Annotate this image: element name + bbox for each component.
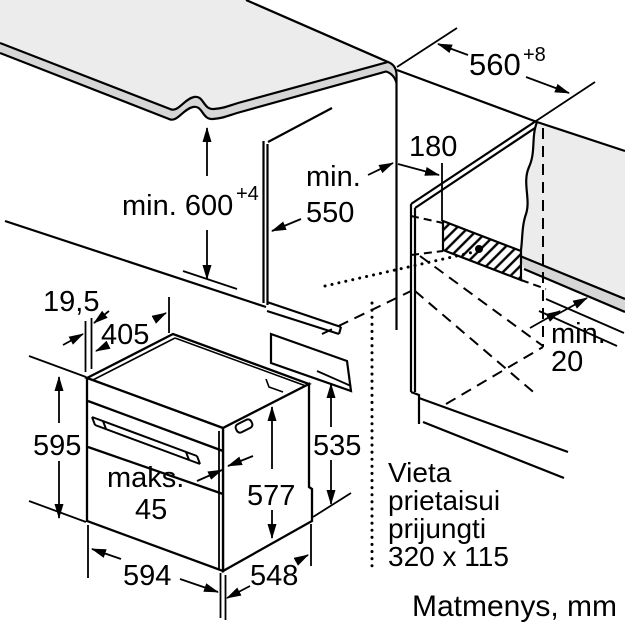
dim-niche-depth [271,218,302,232]
label-oven-front-height: 595 [33,430,81,462]
dim-door-protrusion [196,455,254,482]
rear-panel-surface [520,122,625,299]
dim-top-inset-depth [95,297,170,352]
label-niche-height-tolerance: +4 [236,183,259,205]
niche-cabinet [396,68,569,480]
label-door-protrusion-value: 45 [135,494,167,526]
label-body-height: 577 [247,480,295,512]
connection-note-line4: 320 x 115 [388,541,509,572]
side-grip-hole [234,418,254,434]
rear-panel [518,120,625,314]
oven-handle [91,416,201,465]
label-door-protrusion-word: maks. [107,462,184,494]
dim-niche-width [396,27,596,122]
connection-cutout [441,219,523,282]
rear-panel-bottom-strip [520,256,625,312]
label-rear-gap-value: 20 [551,346,583,378]
reference-dotted-lines [323,250,476,568]
cabinet-floor-edge [4,219,267,309]
connection-note: Vieta prietaisui prijungti 320 x 115 [388,457,509,572]
connection-note-line2: prietaisui [388,485,500,516]
label-oven-width: 594 [123,560,171,592]
door-seam-line [87,445,224,496]
left-cabinet [4,107,353,393]
dim-niche-height [182,127,238,290]
dim-rear-body-height [312,370,352,518]
hidden-edges [321,128,547,405]
label-front-overhang: 19,5 [43,286,99,318]
control-panel-line [87,399,224,453]
label-niche-width: 560 [469,47,521,82]
dim-front-overhang [62,310,110,372]
label-top-inset-depth: 405 [101,319,149,351]
connection-point-dot [475,245,483,253]
connection-note-line1: Vieta [388,457,452,488]
left-plinth [269,332,353,393]
label-niche-depth-value: 550 [306,197,354,229]
countertop-top-surface [0,0,388,110]
label-rear-gap-word: min. [551,318,606,350]
label-niche-depth-word: min. [306,161,361,193]
label-connection-offset: 180 [409,131,457,163]
connection-note-line3: prijungti [388,513,486,544]
countertop [0,0,398,330]
label-niche-width-tolerance: +8 [523,44,546,66]
dim-connection-offset [367,162,443,221]
label-oven-depth: 548 [250,560,298,592]
dim-rear-gap [529,297,625,347]
label-niche-height: min. 600 [122,190,233,222]
oven [84,332,314,573]
units-label: Matmenys, mm [412,590,617,623]
dim-oven-width [87,525,227,620]
dim-oven-depth [226,524,312,599]
dim-oven-front-height [28,355,87,523]
label-rear-body-height: 535 [313,430,361,462]
